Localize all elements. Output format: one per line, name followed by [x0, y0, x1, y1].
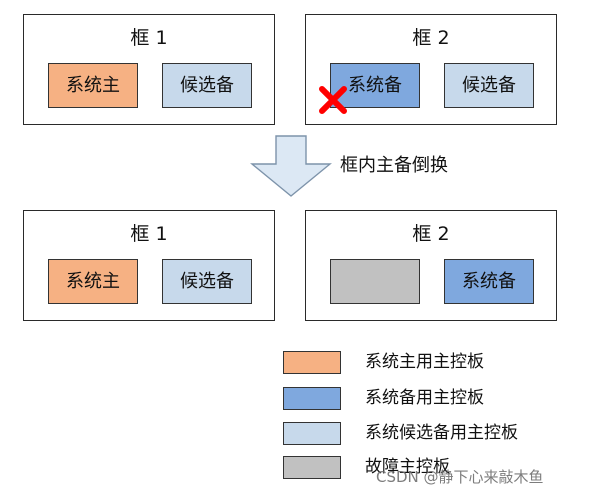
watermark: CSDN @静下心来敲木鱼: [376, 468, 544, 486]
candidate-standby-board: 候选备: [162, 259, 252, 304]
candidate-standby-board: 候选备: [444, 63, 534, 108]
legend-item-faulty: 故障主控板: [283, 454, 583, 480]
frame-title: 框 1: [130, 27, 168, 49]
system-master-board: 系统主: [48, 259, 138, 304]
candidate-standby-board: 候选备: [162, 63, 252, 108]
x-icon: [319, 86, 347, 114]
legend-item-system-candidate: 系统候选备用主控板: [283, 420, 583, 446]
legend-item-system-master: 系统主用主控板: [283, 349, 583, 375]
down-arrow-icon: [250, 135, 332, 197]
legend-label: 故障主控板: [365, 457, 450, 477]
legend-swatch-faulty: [283, 456, 341, 479]
before-frame-2: 框 2 系统备 候选备: [305, 14, 557, 125]
after-frame-1: 框 1 系统主 候选备: [23, 210, 275, 321]
legend-swatch-system-candidate: [283, 422, 341, 445]
frame-title: 框 1: [130, 223, 168, 245]
system-standby-board: 系统备: [444, 259, 534, 304]
system-master-board: 系统主: [48, 63, 138, 108]
legend-item-system-standby: 系统备用主控板: [283, 385, 583, 411]
frame-title: 框 2: [412, 223, 450, 245]
frame-title: 框 2: [412, 27, 450, 49]
legend-label: 系统备用主控板: [365, 388, 484, 408]
transition-label: 框内主备倒换: [340, 155, 448, 176]
legend-swatch-system-master: [283, 351, 341, 374]
faulty-board: [330, 259, 420, 304]
system-standby-board: 系统备: [330, 63, 420, 108]
legend-label: 系统候选备用主控板: [365, 423, 518, 443]
legend-swatch-system-standby: [283, 387, 341, 410]
after-frame-2: 框 2 系统备: [305, 210, 557, 321]
before-frame-1: 框 1 系统主 候选备: [23, 14, 275, 125]
legend-label: 系统主用主控板: [365, 352, 484, 372]
